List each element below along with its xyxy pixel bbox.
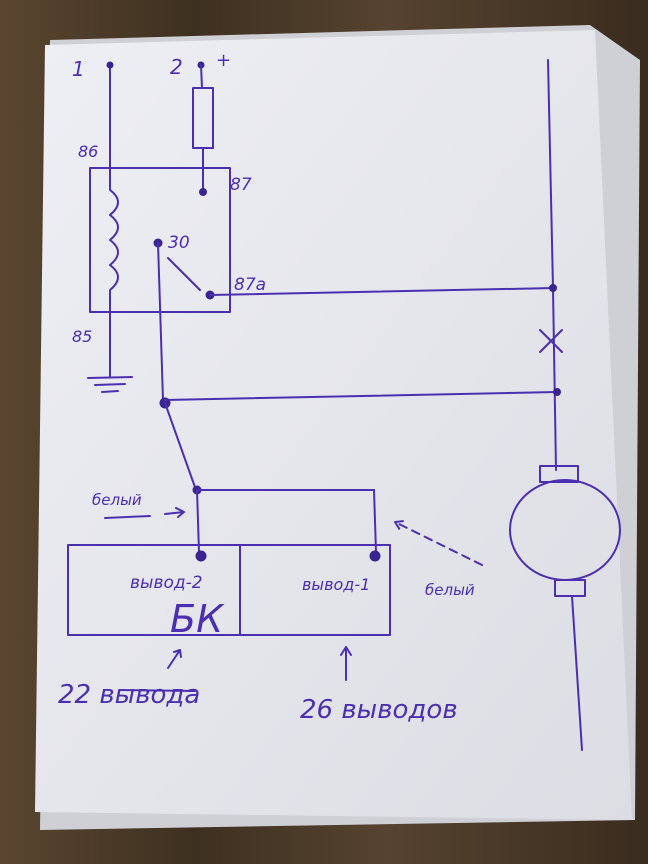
bk-label: БК — [170, 597, 225, 641]
bk-block: белый вывод-2 вывод-1 БК белый 22 вывода… — [58, 491, 483, 725]
plus-label: + — [216, 50, 231, 71]
22-pins-label: 22 вывода — [58, 680, 200, 710]
white-wire-label-right: белый — [425, 581, 475, 599]
output-2-label: вывод-2 — [130, 573, 203, 593]
relay: 1 2 + 87 86 30 87a 85 — [72, 50, 266, 393]
paper-sheet — [35, 30, 632, 820]
pin-86-label: 86 — [78, 142, 98, 161]
switch-contact — [167, 257, 201, 291]
pin-2-label: 2 — [170, 55, 183, 79]
pin-87-label: 87 — [230, 175, 252, 195]
pin-30-label: 30 — [168, 233, 190, 253]
coil-icon — [109, 169, 119, 313]
pin-87a-label: 87a — [234, 275, 266, 295]
white-wire-label-left: белый — [92, 491, 142, 509]
wiring — [157, 59, 563, 553]
26-pins-label: 26 выводов — [300, 695, 458, 725]
ground-icon — [87, 376, 133, 393]
bk-box — [67, 544, 391, 636]
break-x-icon — [539, 329, 563, 353]
pin-85-label: 85 — [72, 327, 92, 346]
pin-1-label: 1 — [72, 57, 85, 81]
output-1-label: вывод-1 — [302, 575, 370, 594]
motor-icon — [509, 465, 621, 751]
